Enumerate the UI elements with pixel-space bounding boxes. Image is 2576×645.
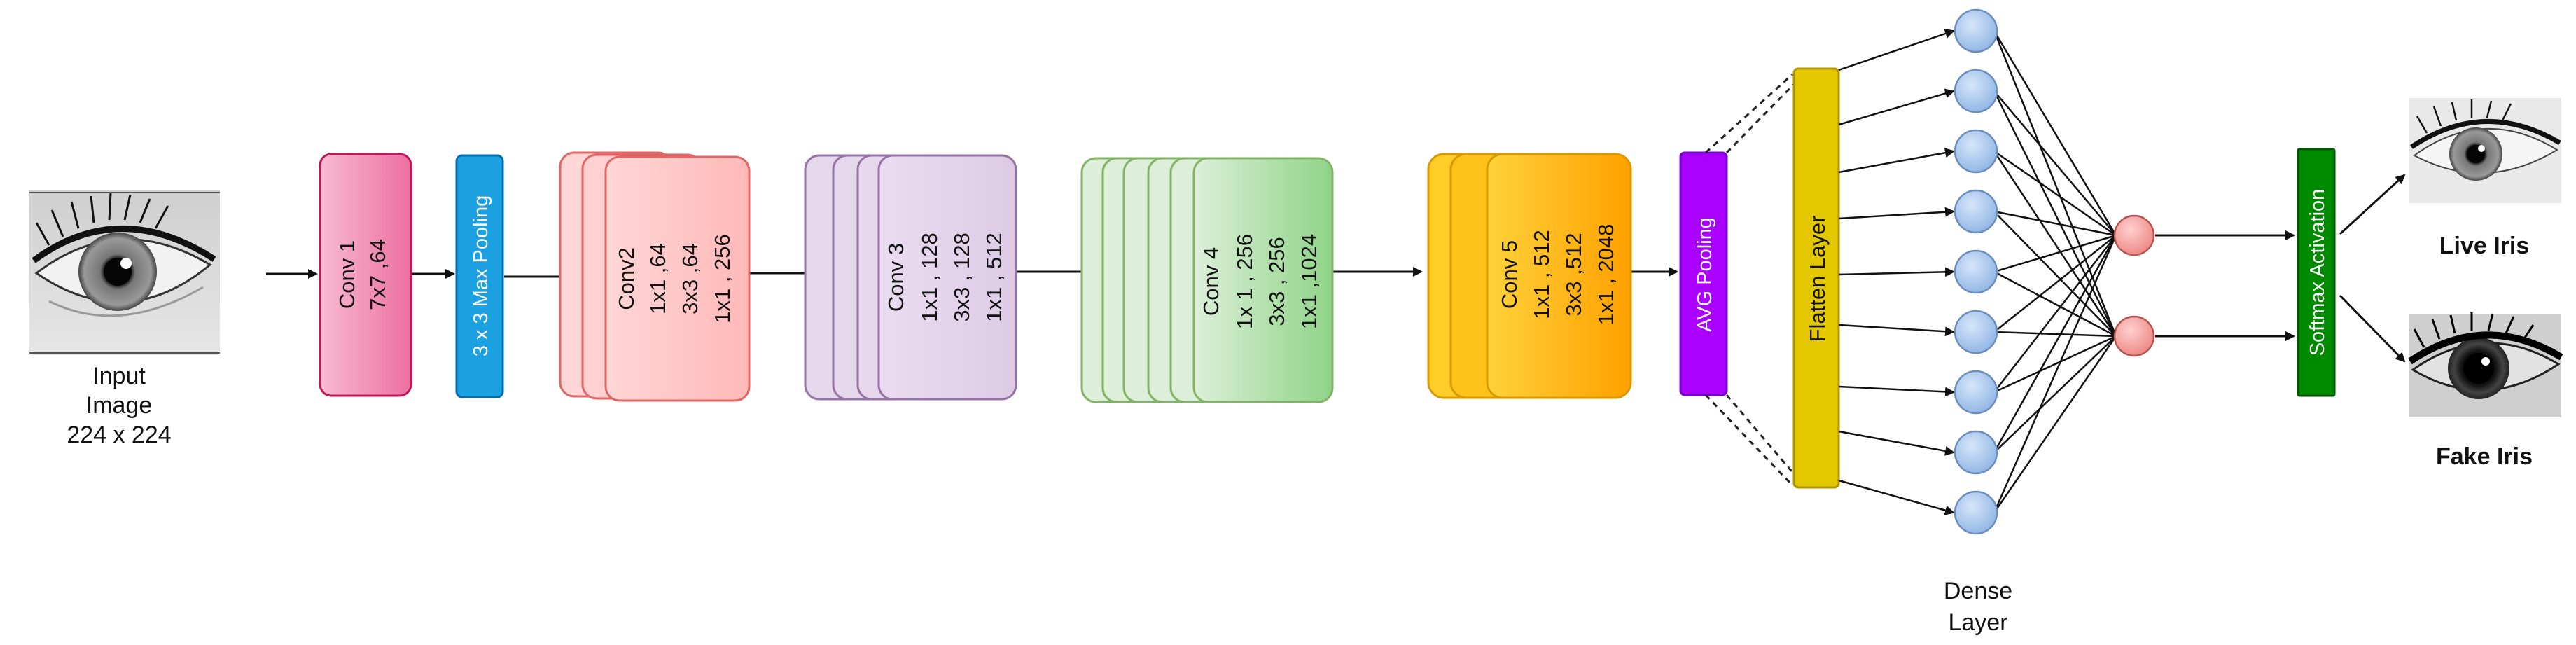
dense-neuron [1954,490,1998,535]
arrow-softmax-fake [2339,294,2406,363]
dense-neuron [1954,69,1998,113]
fake-iris-label: Fake Iris [2436,443,2533,470]
conv4-line2: 3x3 , 256 [1265,237,1289,326]
input-label: Image [86,392,153,419]
conv4-line3: 1x1 ,1024 [1297,234,1321,329]
conv5-line3: 1x1 , 2048 [1594,224,1618,326]
dense-to-output-connection [1993,30,2117,337]
dense-connections [1838,29,2117,515]
dense-to-output-connection [1993,235,2117,333]
dense-to-output-connection [1993,235,2117,393]
conv3-line1: 1x1 , 128 [917,233,942,322]
avg-pooling-block: AVG Pooling [1679,151,1728,396]
flatten-to-dense-arrow [1838,267,1955,277]
conv3-block: Conv 3 1x1 , 128 3x3 , 128 1x1 , 512 [804,154,1017,401]
dense-to-output-connection [1993,331,2117,338]
dense-to-output-connection [1993,270,2117,338]
avg-pooling-label: AVG Pooling [1694,217,1716,332]
dense-neuron [1954,430,1998,475]
live-iris-label: Live Iris [2439,233,2530,259]
fake-iris-image [2408,312,2563,417]
flatten-to-dense-arrow [1838,479,1955,515]
avgpool-flatten-connectors [1704,73,1805,487]
flatten-to-dense-arrow [1838,88,1955,126]
dense-to-output-connection [1993,30,2117,236]
max-pooling-block: 3 x 3 Max Pooling [455,154,504,398]
input-label: Input [92,363,146,389]
dense-neuron [1954,370,1998,415]
softmax-activation-block: Softmax Activation [2297,148,2336,397]
dense-to-output-connection [1993,335,2117,453]
conv2-line2: 3x3 ,64 [678,243,702,314]
dense-to-output-connection [1993,235,2117,513]
conv5-line1: 1x1 , 512 [1529,230,1554,319]
conv3-line2: 3x3 , 128 [949,233,974,322]
flatten-to-dense-arrow [1838,430,1955,456]
flatten-layer-block: Flatten Layer [1792,67,1840,489]
max-pooling-label: 3 x 3 Max Pooling [470,195,492,357]
dense-neuron [1954,249,1998,294]
output-neuron [2113,315,2155,357]
dense-neuron [1954,129,1998,174]
output-neuron [2113,214,2155,256]
conv5-block: Conv 5 1x1 , 512 3x3 ,512 1x1 , 2048 [1427,153,1632,399]
dense-to-output-connection [1993,335,2117,394]
live-iris-image [2409,98,2561,203]
arrow-softmax-live [2339,174,2406,235]
dense-layer-label: Layer [1948,609,2007,636]
dense-to-output-connection [1993,211,2117,337]
input-eye-image [29,190,220,355]
conv1-block: Conv 1 7x7 ,64 [319,153,412,397]
conv4-block: Conv 4 1x 1 , 256 3x3 , 256 1x1 ,1024 [1080,157,1334,403]
dense-to-output-connection [1993,234,2117,273]
conv4-title: Conv 4 [1199,247,1223,316]
conv3-title: Conv 3 [884,243,908,312]
flatten-to-dense-arrow [1838,385,1955,397]
dense-layer [1954,8,2155,535]
flatten-to-dense-arrow [1838,324,1955,337]
conv1-line1: 7x7 ,64 [365,239,390,310]
dense-to-output-connection [1993,150,2117,237]
dense-to-output-connection [1993,335,2117,513]
dense-to-output-connection [1993,151,2117,337]
conv2-title: Conv2 [614,247,639,310]
output-arrows [2155,174,2406,363]
conv4-line1: 1x 1 , 256 [1232,234,1257,329]
dense-to-output-connection [1993,235,2117,453]
dense-to-output-connection [1993,90,2117,236]
conv3-line3: 1x1 , 512 [982,233,1006,322]
conv5-title: Conv 5 [1497,240,1522,309]
conv2-line1: 1x1 ,64 [646,243,670,314]
dense-neuron [1954,8,1998,53]
conv2-block: Conv2 1x1 ,64 3x3 ,64 1x1 , 256 [559,151,751,402]
dense-to-output-connection [1993,90,2117,337]
dense-neuron [1954,189,1998,234]
dense-layer-label: Dense [1944,578,2012,604]
softmax-activation-label: Softmax Activation [2306,189,2329,356]
dense-to-output-connection [1993,210,2117,237]
input-size-label: 224 x 224 [67,422,171,448]
flatten-to-dense-arrow [1838,148,1955,174]
flatten-to-dense-arrow [1838,29,1955,71]
dense-neuron [1954,310,1998,354]
conv2-line3: 1x1 , 256 [710,234,734,324]
conv1-title: Conv 1 [335,240,359,309]
conv5-line2: 3x3 ,512 [1561,233,1586,317]
eyelash-icon [35,193,169,246]
flatten-to-dense-arrow [1838,207,1955,220]
flatten-layer-label: Flatten Layer [1805,216,1830,342]
